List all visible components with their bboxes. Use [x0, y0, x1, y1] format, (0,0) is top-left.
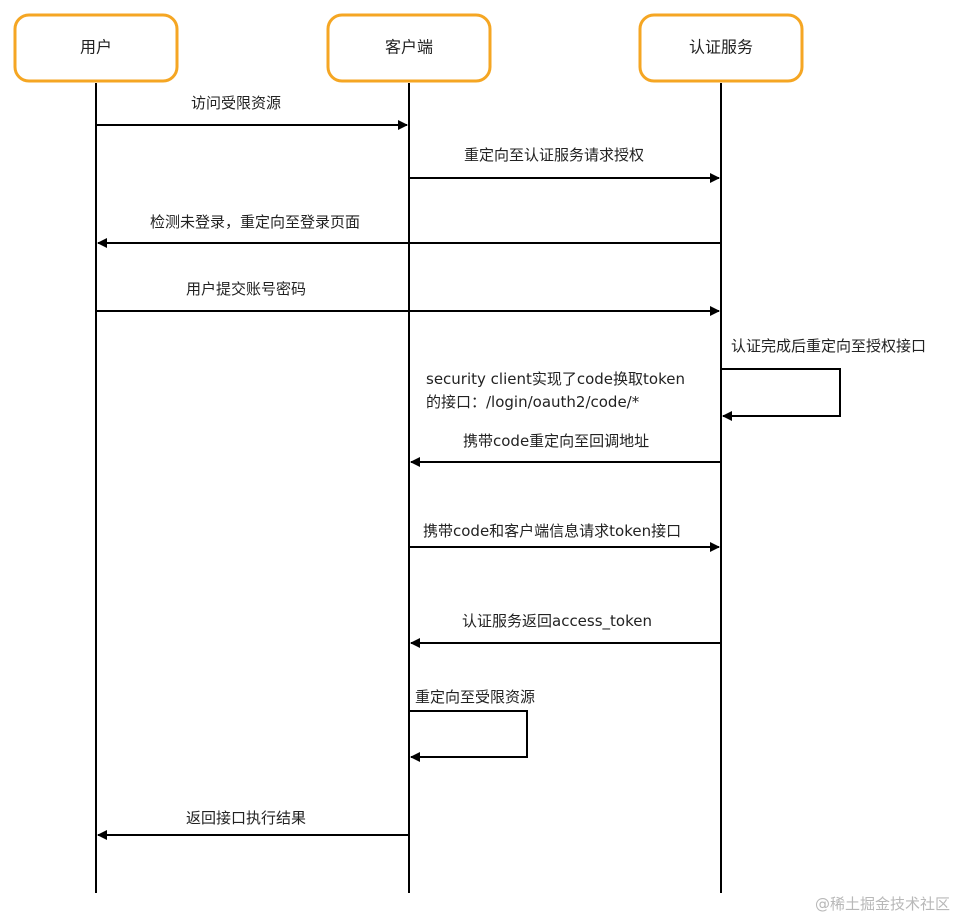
actor-user-box	[13, 13, 179, 83]
note-line: 的接口：/login/oauth2/code/*	[426, 393, 640, 411]
message-label: 用户提交账号密码	[186, 280, 306, 298]
actor-user: 用户	[13, 13, 179, 83]
message-label: 认证服务返回access_token	[462, 612, 652, 631]
watermark: @稀土掘金技术社区	[815, 895, 950, 913]
message-label: 返回接口执行结果	[186, 809, 306, 827]
message-label: 携带code和客户端信息请求token接口	[423, 522, 681, 540]
actor-client: 客户端	[326, 13, 492, 83]
self-message-arrow	[721, 368, 841, 421]
message-label: 携带code重定向至回调地址	[463, 432, 649, 450]
actor-client-box	[326, 13, 492, 83]
actor-client-label: 客户端	[385, 38, 433, 57]
actor-user-label: 用户	[80, 38, 112, 57]
actor-auth-label: 认证服务	[689, 38, 753, 57]
actor-auth-service: 认证服务	[638, 13, 804, 83]
message-label: 检测未登录，重定向至登录页面	[150, 213, 360, 231]
message-label: 重定向至认证服务请求授权	[464, 146, 644, 164]
message-label: 访问受限资源	[191, 94, 281, 112]
message-label: 认证完成后重定向至授权接口	[731, 337, 926, 355]
note-line: security client实现了code换取token	[426, 370, 685, 388]
self-message-arrow	[409, 710, 528, 762]
message-label: 重定向至受限资源	[415, 688, 535, 706]
actor-auth-box	[638, 13, 804, 83]
